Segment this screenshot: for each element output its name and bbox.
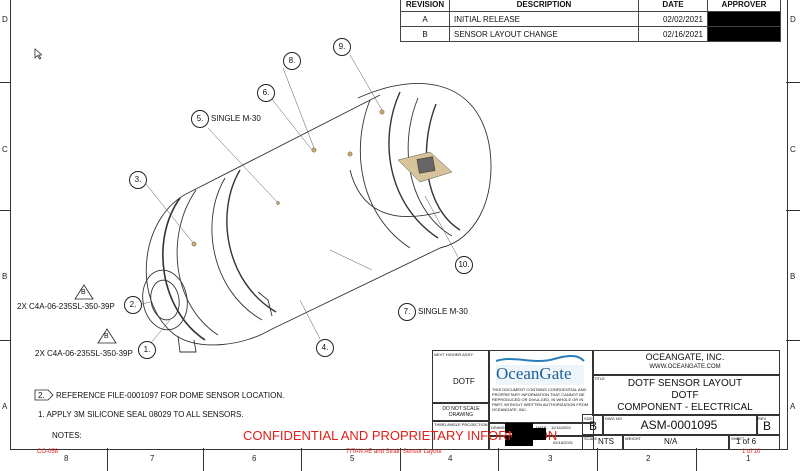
sheet-value: 1 of 6 — [736, 437, 757, 446]
third-angle-label: THIRD ANGLE PROJECTION — [434, 422, 488, 427]
sensor-part-label: 2X C4A-06-235SL-350-39P — [17, 302, 115, 311]
zone-letter: D — [2, 15, 8, 24]
drawing-type: COMPONENT - ELECTRICAL — [617, 402, 753, 413]
redaction-box — [707, 26, 781, 42]
revision-row: A INITIAL RELEASE 02/02/2021 — [400, 11, 781, 27]
scale-note-box — [432, 402, 490, 422]
rev-label: REV — [758, 416, 767, 421]
drawing-title: DOTF SENSOR LAYOUT — [627, 378, 743, 389]
drawing-border — [10, 0, 788, 450]
logo-text: OceanGate — [496, 364, 572, 383]
drawn-date: 11/16/2020 — [551, 425, 571, 430]
weight-label: WEIGHT — [625, 436, 641, 441]
mouse-cursor-icon — [34, 48, 42, 60]
redaction-box — [512, 428, 546, 440]
next-assy-label: NEXT HIGHER ASSY: — [434, 352, 474, 357]
zone-letter: C — [790, 145, 796, 154]
footer-page: 1 of 10 — [742, 449, 761, 455]
sheet-label: SHEET — [731, 436, 745, 441]
note-2: REFERENCE FILE-0001097 FOR DOME SENSOR L… — [56, 391, 285, 400]
redaction-box — [707, 11, 781, 27]
callout-5: 5. — [191, 110, 209, 128]
size-label: SIZE — [584, 416, 593, 421]
callout-2: 2. — [124, 296, 142, 314]
title-label: TITLE — [594, 376, 605, 381]
zone-number: 2 — [646, 454, 651, 463]
confidential-notice: THIS DOCUMENT CONTAINS CONFIDENTIAL AND … — [492, 387, 589, 412]
callout-6: 6. — [257, 84, 275, 102]
company-name: OCEANGATE, INC. — [645, 352, 725, 362]
dwg-label: DWG NO — [605, 416, 622, 421]
revision-triangle-icon — [97, 328, 117, 344]
callout-10: 10. — [455, 256, 473, 274]
callout-5-text: SINGLE M-30 — [211, 114, 261, 123]
company-box — [592, 350, 780, 376]
zone-letter: B — [790, 272, 796, 281]
zone-number: 1 — [746, 454, 751, 463]
zone-number: 4 — [448, 454, 453, 463]
note-flag-icon — [34, 389, 54, 401]
revision-table: REVISION DESCRIPTION DATE APPROVER A INI… — [400, 0, 781, 42]
checked-date: 02/16/2021 — [553, 440, 574, 445]
confidential-watermark: CONFIDENTIAL AND PROPRIETARY INFORMATION — [243, 428, 558, 443]
drawing-subtitle: DOTF — [671, 390, 699, 401]
scale-value: NTS — [598, 437, 614, 446]
callout-7: 7. — [398, 303, 416, 321]
zone-letter: A — [2, 402, 8, 411]
zone-number: 5 — [350, 454, 355, 463]
callout-7-text: SINGLE M-30 — [418, 307, 468, 316]
zone-number: 8 — [64, 454, 69, 463]
rev-value: B — [763, 419, 772, 433]
callout-8: 8. — [283, 52, 301, 70]
callout-1: 1. — [138, 341, 156, 359]
note-2-number: 2. — [38, 391, 45, 400]
sheet-box — [728, 434, 780, 450]
company-website: WWW.OCEANGATE.COM — [649, 364, 721, 370]
scale-box — [582, 434, 624, 450]
zone-letter: B — [2, 272, 8, 281]
callout-3: 3. — [129, 171, 147, 189]
next-assy-box — [432, 350, 490, 404]
note-1: 1. APPLY 3M SILICONE SEAL 08029 TO ALL S… — [38, 410, 244, 419]
scale-label: SCALE — [584, 436, 598, 441]
do-not-scale: DO NOT SCALE DRAWING — [442, 406, 480, 418]
zone-number: 6 — [252, 454, 257, 463]
sensor-part-label: 2X C4A-06-235SL-350-39P — [35, 349, 133, 358]
revision-row: B SENSOR LAYOUT CHANGE 02/16/2021 — [400, 26, 781, 42]
notes-title: NOTES: — [52, 431, 82, 440]
zone-letter: D — [790, 15, 796, 24]
size-box — [582, 414, 604, 436]
date-label: DATE: — [536, 425, 547, 430]
zone-number: 7 — [150, 454, 155, 463]
size-value: B — [589, 419, 598, 433]
zone-letter: A — [790, 402, 796, 411]
callout-9: 9. — [333, 38, 351, 56]
footer-title: TITAN AE and Strain Sensor Layout — [346, 449, 442, 455]
drawing-number: ASM-0001095 — [640, 418, 718, 432]
revision-triangle-label: B — [81, 289, 86, 296]
next-assy-value: DOTF — [453, 377, 475, 386]
logo-box — [488, 350, 594, 424]
title-box — [592, 374, 780, 416]
weight-box — [622, 434, 730, 450]
redaction-box — [505, 436, 533, 446]
footer-code: CO-058 — [37, 449, 59, 455]
weight-value: N/A — [664, 437, 678, 446]
revision-triangle-icon — [74, 284, 94, 300]
dwg-no-box — [602, 414, 758, 436]
zone-number: 3 — [548, 454, 553, 463]
zone-letter: C — [2, 145, 8, 154]
callout-4: 4. — [316, 339, 334, 357]
drawn-label: DRAWN: — [491, 425, 508, 430]
rev-box — [756, 414, 780, 436]
oceangate-logo — [495, 355, 585, 385]
revision-triangle-label: B — [104, 333, 109, 340]
